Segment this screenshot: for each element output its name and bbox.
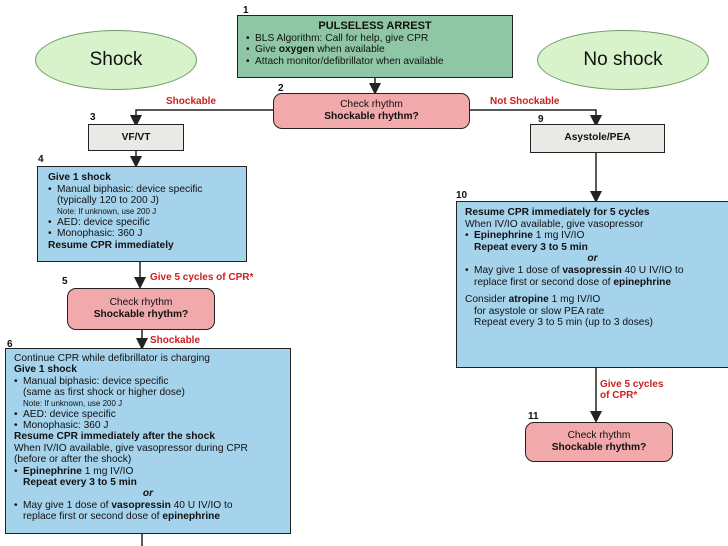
step-number-3: 3 [90,112,96,123]
box4-resume-cpr: Resume CPR immediately [48,239,174,251]
box4-manual-biphasic: Manual biphasic: device specific [48,184,236,196]
give-1-shock-box-4: Give 1 shock Manual biphasic: device spe… [37,166,247,262]
step-number-9: 9 [538,114,544,125]
attach-monitor-line: Attach monitor/defibrillator when availa… [246,56,504,68]
give-5-cycles-label-right-2: of CPR* [600,390,638,401]
shock-oval: Shock [35,30,197,90]
resume-cpr-box-10: Resume CPR immediately for 5 cycles When… [456,201,728,368]
arrow-2-to-3 [130,109,273,127]
box10-iv: When IV/IO available, give vasopressor [465,218,644,230]
box6-aed: AED: device specific [14,409,282,420]
box10-title: Resume CPR immediately for 5 cycles [465,207,650,218]
box10-atropine-repeat: Repeat every 3 to 5 min (up to 3 doses) [474,317,653,329]
check-rhythm-11-line2: Shockable rhythm? [551,441,647,453]
asystole-pea-box: Asystole/PEA [530,124,665,153]
box10-consider-atropine: Consider atropine 1 mg IV/IO [465,294,601,306]
box6-replace-dose: replace first or second dose of epinephr… [23,511,221,523]
shockable-label-left: Shockable [166,96,217,107]
box10-or: or [587,253,598,265]
bls-algorithm-line: BLS Algorithm: Call for help, give CPR [246,33,504,45]
box6-manual-biphasic: Manual biphasic: device specific [14,376,282,387]
box6-continue-cpr: Continue CPR while defibrillator is char… [14,353,210,364]
check-rhythm-box-11: Check rhythm Shockable rhythm? [525,422,673,462]
pulseless-arrest-box: PULSELESS ARREST BLS Algorithm: Call for… [237,15,513,78]
step-number-10: 10 [456,190,468,201]
give-5-cycles-label-left: Give 5 cycles of CPR* [150,272,254,283]
box6-same-dose: (same as first shock or higher dose) [23,387,185,399]
box6-resume-cpr: Resume CPR immediately after the shock [14,431,215,443]
step-number-5: 5 [62,276,68,287]
give-oxygen-line: Give oxygen when available [246,44,504,56]
box6-vasopressin: May give 1 dose of vasopressin 40 U IV/I… [14,500,282,511]
arrow-2-to-9 [470,109,602,127]
shockable-label-mid: Shockable [150,335,201,346]
box10-epinephrine: Epinephrine 1 mg IV/IO [465,230,720,242]
vf-vt-box: VF/VT [88,124,184,151]
box4-note: Note: If unknown, use 200 J [57,206,157,216]
box6-iv-line2: (before or after the shock) [14,454,132,466]
box10-repeat: Repeat every 3 to 5 min [474,241,588,253]
box4-aed: AED: device specific [48,217,236,229]
box4-typical-dose: (typically 120 to 200 J) [57,195,159,207]
not-shockable-label: Not Shockable [490,96,560,107]
asystole-pea-label: Asystole/PEA [564,132,631,143]
check-rhythm-5-line1: Check rhythm [109,297,173,308]
vf-vt-label: VF/VT [121,132,151,143]
check-rhythm-2-line2: Shockable rhythm? [324,110,419,122]
box4-title: Give 1 shock [48,172,111,183]
give-5-cycles-label-right-1: Give 5 cycles [600,379,664,390]
box6-monophasic: Monophasic: 360 J [14,420,282,431]
check-rhythm-box-5: Check rhythm Shockable rhythm? [67,288,215,330]
step-number-4: 4 [38,154,44,165]
check-rhythm-box-2: Check rhythm Shockable rhythm? [273,93,470,129]
no-shock-oval: No shock [537,30,709,90]
box6-title: Give 1 shock [14,364,77,376]
box6-or: or [142,488,154,500]
shock-oval-label: Shock [89,49,143,70]
box10-replace-dose: replace first or second dose of epinephr… [474,276,672,288]
step-number-1: 1 [243,5,249,16]
step-number-2: 2 [278,83,284,94]
box10-vasopressin: May give 1 dose of vasopressin 40 U IV/I… [465,265,720,277]
box4-monophasic: Monophasic: 360 J [48,228,236,240]
box10-atropine-indication: for asystole or slow PEA rate [474,305,605,317]
check-rhythm-5-line2: Shockable rhythm? [93,308,189,320]
box6-note: Note: If unknown, use 200 J [23,398,123,408]
box6-repeat: Repeat every 3 to 5 min [23,477,137,489]
step-number-11: 11 [528,411,539,422]
check-rhythm-11-line1: Check rhythm [567,430,631,441]
box6-epinephrine: Epinephrine 1 mg IV/IO [14,466,282,477]
give-1-shock-box-6: Continue CPR while defibrillator is char… [5,348,291,534]
check-rhythm-2-line1: Check rhythm [340,99,403,110]
box6-iv-line1: When IV/IO available, give vasopressor d… [14,442,248,454]
no-shock-oval-label: No shock [583,49,663,70]
step-number-6: 6 [7,339,13,350]
pulseless-arrest-title: PULSELESS ARREST [318,20,432,32]
